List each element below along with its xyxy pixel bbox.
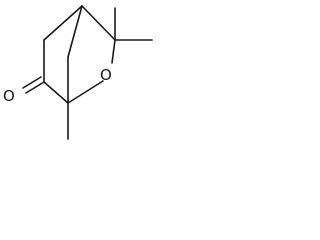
bond-o2-c1 — [67, 80, 104, 104]
bond-c4-c5 — [43, 5, 83, 41]
ring-oxygen-label: O — [100, 66, 112, 84]
bond-c4-c3 — [81, 5, 116, 41]
structure-canvas: O O — [0, 0, 156, 142]
bond-c6-c1 — [43, 81, 69, 104]
carbonyl-oxygen-label: O — [3, 87, 15, 105]
bond-carbonyl-inner — [22, 76, 42, 89]
bond-c3-o2 — [111, 39, 116, 64]
bond-carbonyl-outer — [25, 81, 45, 94]
bond-c7-c8 — [67, 5, 83, 58]
molecule-structure: O O — [3, 5, 153, 140]
